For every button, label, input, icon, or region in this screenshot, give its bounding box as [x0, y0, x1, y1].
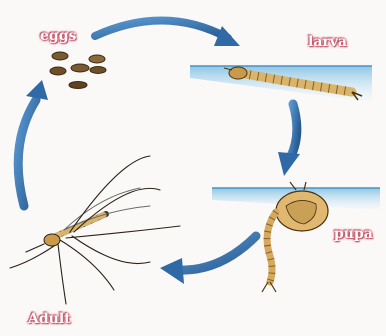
arrow-pupa-to-adult [160, 236, 256, 284]
label-adult: Adult [28, 311, 71, 327]
arrow-larva-to-pupa [278, 104, 300, 176]
arrow-eggs-to-larva [95, 20, 240, 46]
label-pupa: pupa [334, 226, 373, 242]
eggs-illustration [50, 52, 106, 89]
adult-mosquito-illustration [10, 156, 180, 304]
label-larva: larva [308, 34, 347, 50]
arrow-adult-to-eggs [18, 80, 48, 206]
label-eggs: eggs [40, 28, 76, 44]
